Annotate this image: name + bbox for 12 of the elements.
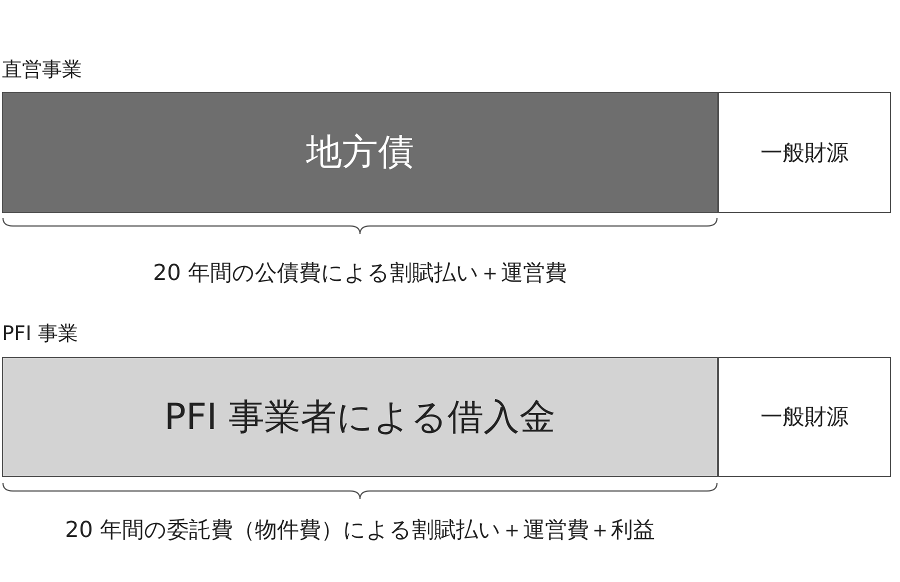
loan-bar [2,92,718,213]
node-label: 地方債 [306,131,414,175]
payment-note: 20 年間の公債費による割賦払い＋運営費 [153,260,567,288]
node-label: 一般財源 [760,140,848,168]
section-heading: PFI 事業 [2,320,78,347]
node-label: PFI 事業者による借入金 [164,396,556,440]
section-heading: 直営事業 [2,56,82,83]
funding-box [718,357,891,477]
loan-bar [2,357,718,477]
payment-note: 20 年間の委託費（物件費）による割賦払い＋運営費＋利益 [65,517,655,545]
funding-box [718,92,891,213]
node-label: 一般財源 [760,404,848,432]
